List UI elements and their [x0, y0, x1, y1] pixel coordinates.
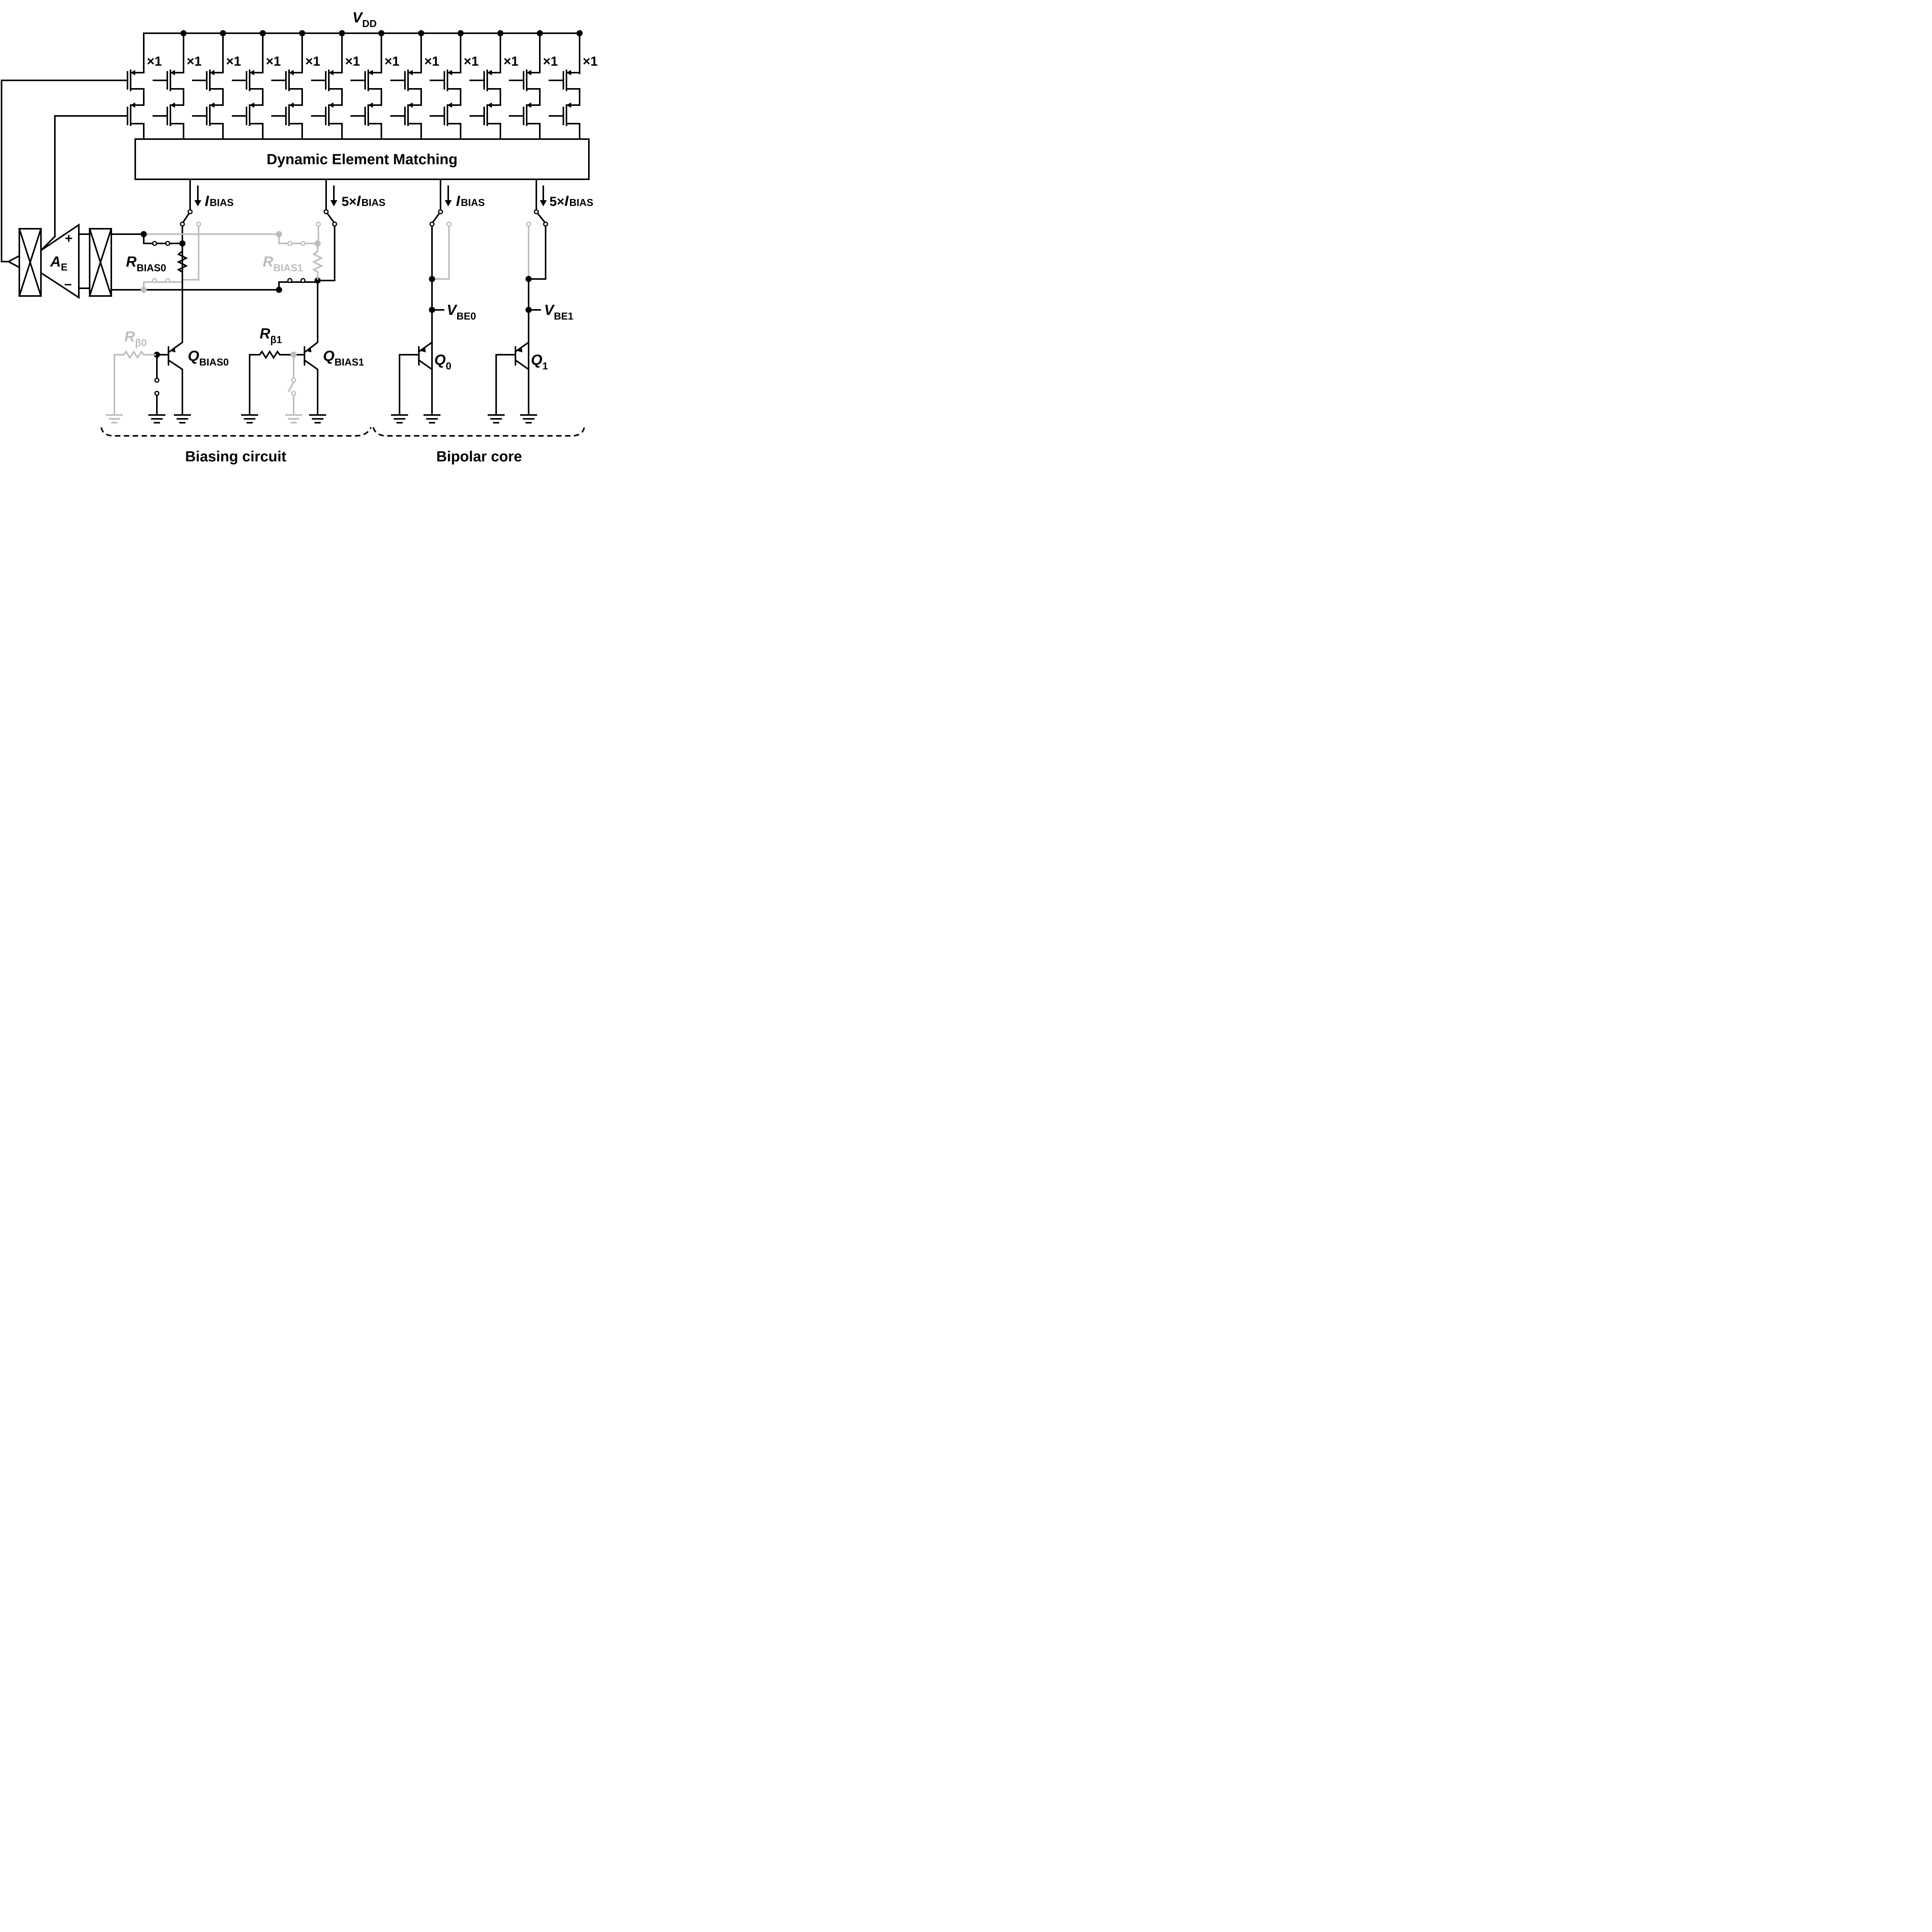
pmos-multiplier-label: ×1	[464, 54, 479, 69]
amplifier-ae: + − AE	[40, 223, 80, 299]
vbe0-label: VBE0	[447, 302, 476, 322]
amp-input-wiring	[111, 231, 321, 293]
q0-label: Q0	[434, 352, 451, 372]
dem-box	[134, 138, 590, 180]
pmos-multiplier-label: ×1	[543, 54, 558, 69]
ibias-label-1: 5×IBIAS	[342, 193, 385, 209]
ground-icon	[391, 414, 408, 423]
pmos-multiplier-label: ×1	[345, 54, 360, 69]
pmos-multiplier-label: ×1	[305, 54, 320, 69]
ibias-label-3: 5×IBIAS	[549, 193, 593, 209]
rbias0-label: RBIAS0	[126, 254, 166, 274]
pmos-cell: ×1	[350, 30, 400, 140]
dem-block: Dynamic Element Matching	[134, 138, 590, 180]
ground-icon	[423, 414, 440, 423]
ibias-label-2: IBIAS	[456, 193, 485, 209]
pmos-cell: ×1	[549, 30, 598, 140]
vbe1-label: VBE1	[544, 302, 573, 322]
amp-minus: −	[64, 277, 72, 292]
bandgap-circuit-schematic: VDD ×1 ×1 ×1 ×1 ×1 ×1 ×1 ×1 ×1 ×1 ×1 ×1 Dynamic Ele…	[1, 10, 598, 465]
resistor-rbias1: RBIAS1	[263, 243, 323, 341]
chopper-right	[78, 228, 112, 297]
transistor-q0: VBE0 Q0	[399, 276, 476, 415]
current-branch-3: 5×IBIAS	[536, 179, 593, 211]
rbeta0-label: Rβ0	[124, 329, 147, 349]
ground-icon	[309, 414, 326, 423]
ground-icon	[148, 414, 165, 423]
ground-icon	[106, 414, 123, 423]
qbias0-label: QBIAS0	[188, 348, 229, 368]
pmos-cell: ×1	[469, 30, 519, 140]
gate-bias-lines	[1, 80, 123, 262]
rbias1-label: RBIAS1	[263, 254, 303, 274]
pmos-cell: ×1	[153, 30, 202, 140]
current-branch-2: IBIAS	[440, 179, 485, 211]
pmos-cell: ×1	[232, 30, 281, 140]
pmos-cell: ×1	[271, 30, 320, 140]
dem-label: Dynamic Element Matching	[267, 151, 457, 168]
pmos-cell: ×1	[113, 32, 162, 140]
pmos-multiplier-label: ×1	[226, 54, 241, 69]
branch-switch-1	[316, 209, 337, 281]
resistor-rbias0: RBIAS0	[126, 243, 188, 341]
amp-plus: +	[65, 231, 73, 246]
ground-icon	[520, 414, 537, 423]
pmos-current-mirror-array: ×1 ×1 ×1 ×1 ×1 ×1 ×1 ×1 ×1 ×1 ×1 ×1	[113, 30, 598, 140]
ibias-label-0: IBIAS	[205, 193, 234, 209]
qbias1-label: QBIAS1	[323, 348, 364, 368]
section-biasing-label: Biasing circuit	[185, 449, 286, 465]
transistor-q1: VBE1 Q1	[495, 276, 573, 415]
pmos-multiplier-label: ×1	[266, 54, 281, 69]
pmos-multiplier-label: ×1	[424, 54, 439, 69]
pmos-cell: ×1	[311, 30, 360, 140]
pmos-cell: ×1	[192, 30, 241, 140]
pmos-multiplier-label: ×1	[187, 54, 202, 69]
pmos-cell: ×1	[509, 30, 558, 140]
current-branch-1: 5×IBIAS	[325, 179, 385, 211]
ground-icon	[241, 414, 258, 423]
current-branch-0: IBIAS	[189, 179, 234, 211]
transistor-qbias0: QBIAS0 Rβ0	[114, 329, 229, 415]
pmos-multiplier-label: ×1	[384, 54, 400, 69]
pmos-multiplier-label: ×1	[503, 54, 519, 69]
vdd-label: VDD	[352, 10, 377, 29]
section-braces: Biasing circuit Bipolar core	[100, 427, 585, 465]
ground-icon	[174, 414, 191, 423]
amp-label: AE	[50, 254, 68, 273]
chopper-left	[7, 228, 42, 297]
pmos-cell: ×1	[430, 30, 479, 140]
section-bipolar-label: Bipolar core	[436, 449, 522, 465]
rbeta1-label: Rβ1	[260, 326, 282, 345]
q1-label: Q1	[531, 352, 548, 372]
ground-symbols	[106, 414, 537, 423]
ground-icon	[488, 414, 505, 423]
pmos-multiplier-label: ×1	[147, 54, 162, 69]
pmos-multiplier-label: ×1	[583, 54, 598, 69]
ground-icon	[285, 414, 302, 423]
pmos-cell: ×1	[390, 30, 439, 140]
transistor-qbias1: QBIAS1 Rβ1	[249, 326, 364, 415]
